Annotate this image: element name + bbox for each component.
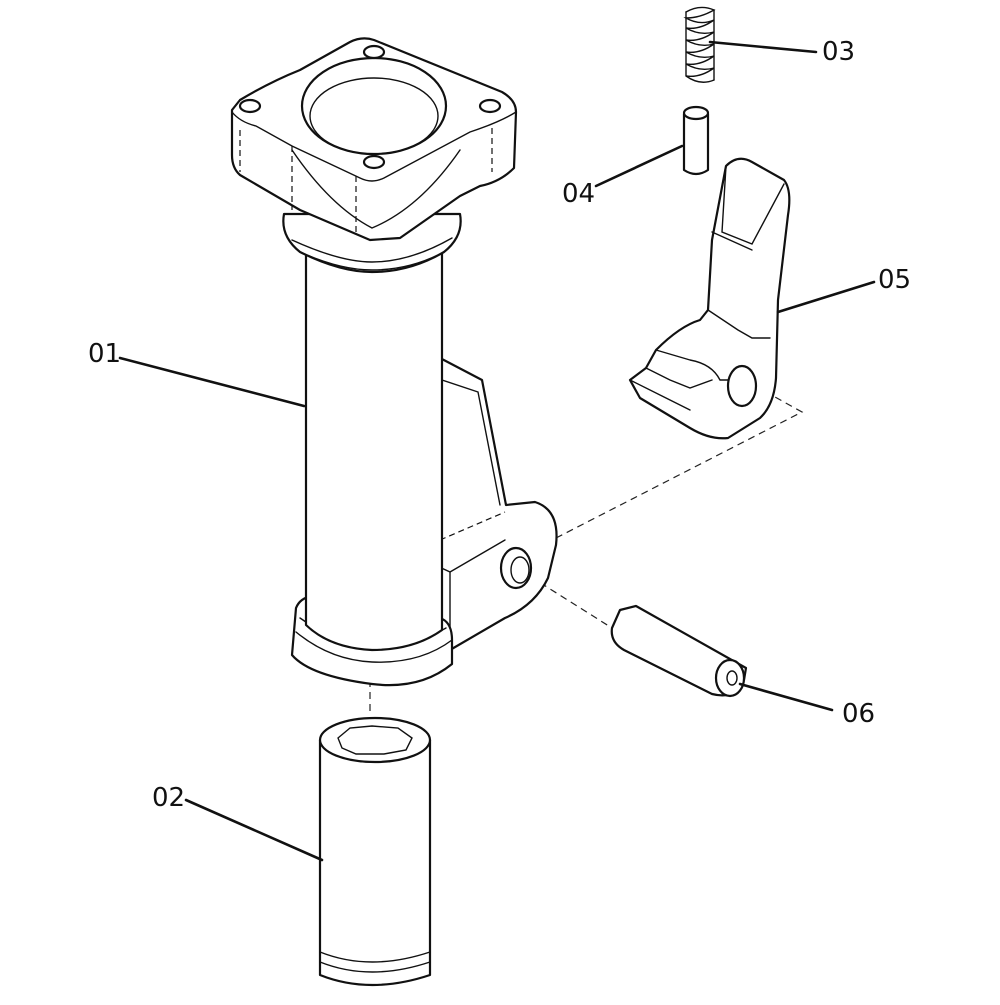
callout-label-06: 06 <box>842 699 875 729</box>
leader-04 <box>594 144 684 188</box>
callout-leaders <box>118 40 876 862</box>
leader-01 <box>118 356 306 408</box>
leader-03 <box>708 40 818 54</box>
part-01-housing <box>230 37 558 687</box>
part-03-spring <box>683 6 716 83</box>
part-05-lever <box>628 157 791 440</box>
callout-label-02: 02 <box>152 783 185 813</box>
callout-labels: 01 02 03 04 05 06 <box>88 37 911 813</box>
callout-label-05: 05 <box>878 265 911 295</box>
callout-label-03: 03 <box>822 37 855 67</box>
part-02-sleeve <box>318 716 432 987</box>
callout-label-01: 01 <box>88 339 121 369</box>
part-06-roller <box>610 604 748 698</box>
leader-06 <box>738 682 834 712</box>
callout-label-04: 04 <box>562 179 595 209</box>
leader-02 <box>184 798 324 862</box>
leader-05 <box>776 280 876 314</box>
part-04-pin <box>682 105 710 176</box>
